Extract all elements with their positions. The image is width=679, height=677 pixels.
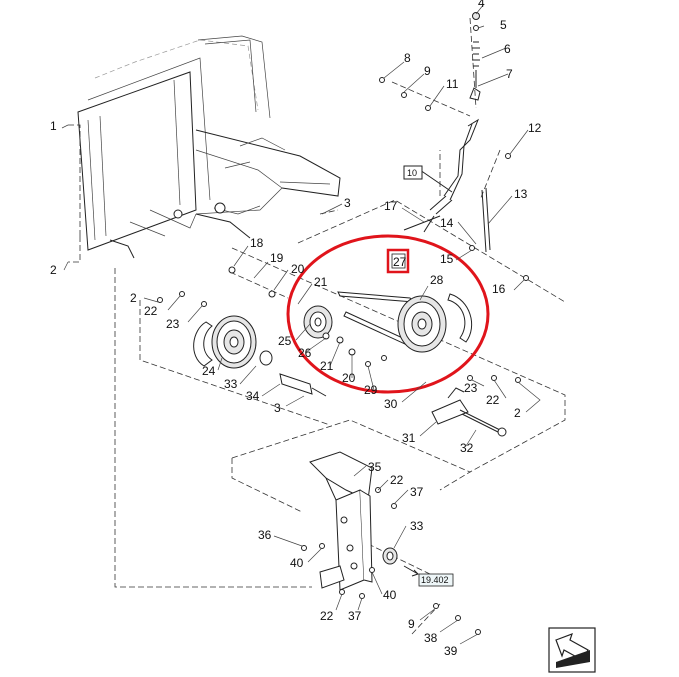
- callout-2[interactable]: 2: [50, 263, 57, 277]
- callout-26[interactable]: 26: [298, 346, 312, 360]
- callout-23[interactable]: 23: [464, 381, 478, 395]
- svg-text:27: 27: [393, 255, 407, 269]
- boxed-label-10[interactable]: 10: [403, 165, 423, 180]
- callout-24[interactable]: 24: [202, 364, 216, 378]
- support-column: [301, 451, 481, 635]
- leader-lines: [61, 3, 541, 645]
- svg-text:10: 10: [407, 168, 417, 178]
- callout-13[interactable]: 13: [514, 187, 528, 201]
- callout-2[interactable]: 2: [514, 406, 521, 420]
- callout-28[interactable]: 28: [430, 273, 444, 287]
- lever-linkage: [379, 12, 529, 281]
- callout-12[interactable]: 12: [528, 121, 542, 135]
- callout-22[interactable]: 22: [486, 393, 500, 407]
- left-pulley-group: [157, 266, 327, 397]
- callout-18[interactable]: 18: [250, 236, 264, 250]
- callout-19[interactable]: 19: [270, 251, 284, 265]
- callout-32[interactable]: 32: [460, 441, 474, 455]
- callout-40[interactable]: 40: [383, 588, 397, 602]
- callout-8[interactable]: 8: [404, 51, 411, 65]
- callout-20[interactable]: 20: [342, 371, 356, 385]
- callout-25[interactable]: 25: [278, 334, 292, 348]
- highlight-ellipse: [286, 234, 490, 394]
- callout-22[interactable]: 22: [144, 304, 158, 318]
- callout-3[interactable]: 3: [344, 196, 351, 210]
- callout-labels: 4 5 6 7 8 9 11 12 1 13 3 17 14 18 19 20 …: [50, 0, 542, 658]
- arrow-exit-icon[interactable]: [548, 627, 596, 673]
- callout-6[interactable]: 6: [504, 42, 511, 56]
- callout-33[interactable]: 33: [410, 519, 424, 533]
- boxed-labels: 10 27 19.402: [386, 165, 454, 587]
- callout-15[interactable]: 15: [440, 252, 454, 266]
- callout-11[interactable]: 11: [446, 77, 459, 91]
- callout-31[interactable]: 31: [402, 431, 416, 445]
- callout-5[interactable]: 5: [500, 18, 507, 32]
- callout-30[interactable]: 30: [384, 397, 398, 411]
- callout-7[interactable]: 7: [506, 67, 513, 81]
- callout-29[interactable]: 29: [364, 383, 378, 397]
- callout-17[interactable]: 17: [384, 199, 398, 213]
- callout-3[interactable]: 3: [274, 401, 281, 415]
- callout-9[interactable]: 9: [408, 617, 415, 631]
- callout-37[interactable]: 37: [410, 485, 424, 499]
- callout-14[interactable]: 14: [440, 216, 454, 230]
- boxed-label-27[interactable]: 27: [386, 248, 410, 274]
- callout-36[interactable]: 36: [258, 528, 272, 542]
- callout-35[interactable]: 35: [368, 460, 382, 474]
- callout-34[interactable]: 34: [246, 389, 260, 403]
- callout-20[interactable]: 20: [291, 262, 305, 276]
- highlighted-pulley-group: [286, 234, 490, 394]
- callout-22[interactable]: 22: [390, 473, 404, 487]
- callout-21[interactable]: 21: [314, 275, 328, 289]
- callout-40[interactable]: 40: [290, 556, 304, 570]
- callout-38[interactable]: 38: [424, 631, 438, 645]
- reference-link-19-402[interactable]: 19.402: [418, 573, 454, 587]
- callout-9[interactable]: 9: [424, 64, 431, 78]
- callout-4[interactable]: 4: [478, 0, 485, 10]
- frame-assembly: [77, 35, 341, 259]
- callout-21[interactable]: 21: [320, 359, 334, 373]
- lower-shaft-group: [431, 375, 521, 437]
- callout-1[interactable]: 1: [50, 119, 57, 133]
- callout-37[interactable]: 37: [348, 609, 362, 623]
- callout-16[interactable]: 16: [492, 282, 506, 296]
- callout-39[interactable]: 39: [444, 644, 458, 658]
- svg-text:19.402: 19.402: [421, 575, 449, 585]
- callout-2[interactable]: 2: [130, 291, 137, 305]
- callout-33[interactable]: 33: [224, 377, 238, 391]
- callout-22[interactable]: 22: [320, 609, 334, 623]
- callout-23[interactable]: 23: [166, 317, 180, 331]
